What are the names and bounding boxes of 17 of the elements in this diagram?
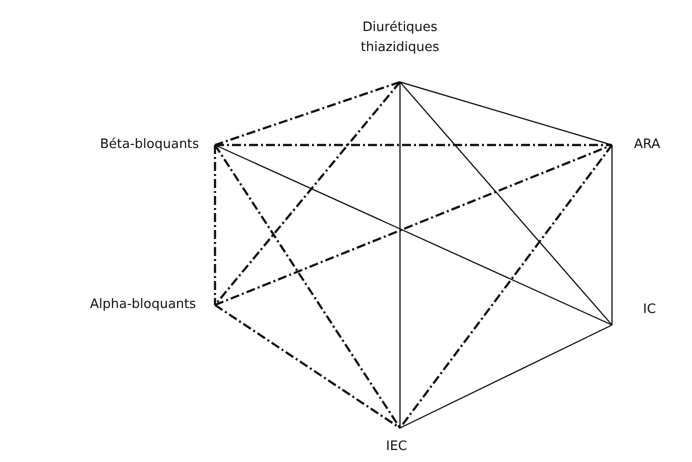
connector-line xyxy=(214,304,401,429)
connector-line xyxy=(215,144,612,146)
connector-line xyxy=(214,80,400,146)
node-label: IC xyxy=(643,301,656,319)
connector-line xyxy=(400,81,612,146)
node-label: Alpha-bloquants xyxy=(90,296,196,314)
connector-line xyxy=(400,324,612,429)
node-label: IEC xyxy=(386,438,408,456)
connector-line xyxy=(611,145,613,325)
connector-line xyxy=(214,145,216,305)
node-label: ARA xyxy=(634,136,660,154)
connector-line xyxy=(399,82,401,428)
connector-line xyxy=(400,82,612,326)
node-label: Béta-bloquants xyxy=(100,136,200,154)
connector-line xyxy=(214,144,401,429)
node-label: Diurétiques thiazidiques xyxy=(360,19,440,57)
connector-line xyxy=(399,144,613,429)
